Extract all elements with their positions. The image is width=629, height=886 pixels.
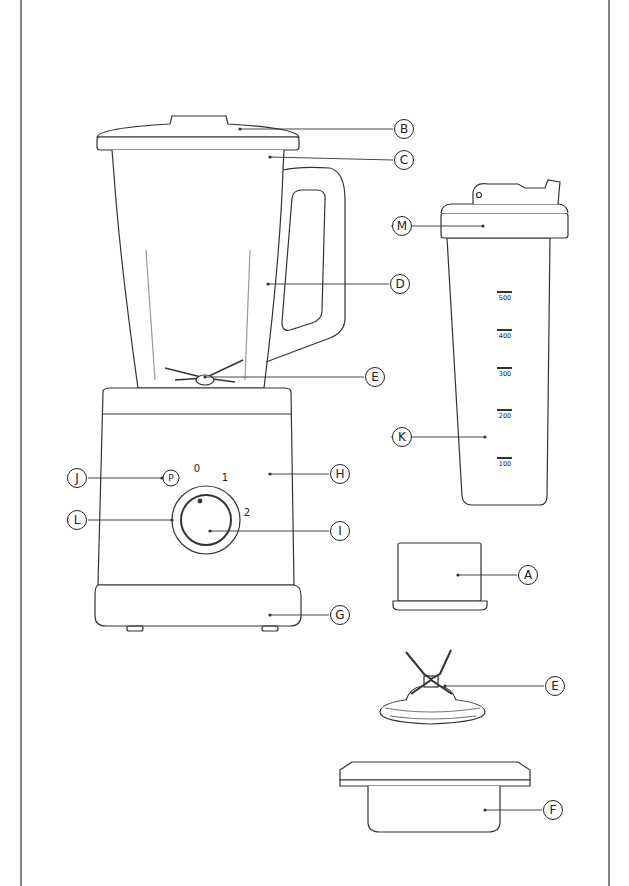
callout-letter: J [67, 468, 87, 488]
callout-letter: E [545, 676, 565, 696]
callout-letter: A [518, 565, 538, 585]
speed-number: 2 [244, 508, 250, 518]
callout-letter: C [394, 150, 414, 170]
callout-letter: B [394, 119, 414, 139]
volume-mark: 200 [499, 413, 511, 420]
callout-letter: I [330, 521, 350, 541]
speed-mark: P [163, 470, 180, 487]
volume-mark: 300 [499, 371, 511, 378]
callout-letter: F [543, 800, 563, 820]
callout-letter: E [365, 367, 385, 387]
callout-letter: M [392, 216, 412, 236]
callout-letter: D [390, 274, 410, 294]
callout-letter: L [67, 510, 87, 530]
volume-mark: 500 [499, 295, 511, 302]
callout-letter: H [330, 464, 350, 484]
callout-letter: G [330, 605, 350, 625]
volume-mark: 400 [499, 333, 511, 340]
speed-number: 1 [222, 473, 228, 483]
speed-number: 0 [194, 464, 200, 474]
callout-letter: K [392, 427, 412, 447]
volume-mark: 100 [499, 461, 511, 468]
